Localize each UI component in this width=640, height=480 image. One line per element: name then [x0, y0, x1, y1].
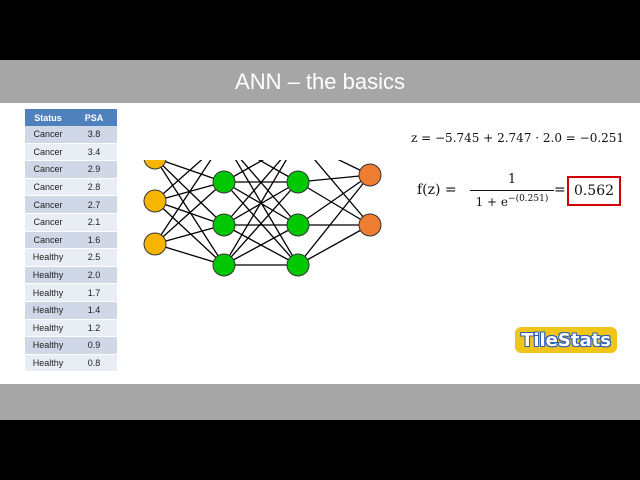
connection-line [297, 174, 371, 226]
logo-text: TileStats [521, 329, 611, 351]
z-equation: z = −5.745 + 2.747 · 2.0 = −0.251 [411, 131, 625, 145]
connection-line [154, 243, 225, 266]
connection-line [314, 160, 371, 226]
status-cell: Healthy [25, 354, 71, 373]
connection-line [297, 224, 371, 266]
psa-cell: 3.4 [71, 143, 117, 162]
fraction-denominator: 1 + e−(0.251) [470, 194, 554, 209]
connection-line [297, 181, 371, 226]
psa-cell: 2.1 [71, 213, 117, 232]
status-cell: Cancer [25, 178, 71, 197]
psa-cell: 2.8 [71, 178, 117, 197]
psa-cell: 1.2 [71, 319, 117, 338]
equals-sign: = [554, 182, 566, 198]
connection-line [223, 160, 265, 183]
status-cell: Healthy [25, 301, 71, 320]
column-header-psa: PSA [71, 109, 117, 126]
slide-title: ANN – the basics [235, 68, 405, 94]
input-node [143, 160, 167, 170]
sigmoid-fraction: 1 1 + e−(0.251) [470, 172, 554, 209]
neural-network-diagram [143, 160, 382, 277]
fraction-bar [470, 190, 554, 191]
input-node [143, 232, 167, 256]
connection-line [154, 200, 225, 266]
status-cell: Healthy [25, 284, 71, 302]
connection-line [297, 174, 371, 183]
connection-line [337, 160, 371, 176]
hidden-node [212, 170, 236, 194]
f-lhs: f(z) = [417, 182, 457, 198]
status-cell: Cancer [25, 126, 71, 144]
status-cell: Cancer [25, 143, 71, 162]
psa-cell: 0.9 [71, 337, 117, 355]
connection-line [240, 160, 299, 226]
hidden-node [286, 213, 310, 237]
psa-cell: 2.5 [71, 249, 117, 267]
output-node [358, 163, 382, 187]
table-header-row: Status PSA [25, 109, 117, 126]
footer-bar [0, 384, 640, 420]
input-node [143, 189, 167, 213]
connection-line [297, 174, 371, 266]
connections [154, 160, 371, 266]
title-bar: ANN – the basics [0, 60, 640, 103]
status-cell: Cancer [25, 213, 71, 232]
psa-cell: 0.8 [71, 354, 117, 373]
status-cell: Healthy [25, 337, 71, 355]
status-cell: Healthy [25, 249, 71, 267]
connection-line [223, 160, 282, 226]
psa-cell: 1.7 [71, 284, 117, 302]
psa-cell: 2.7 [71, 196, 117, 214]
psa-cell: 3.8 [71, 126, 117, 144]
fraction-numerator: 1 [507, 172, 517, 187]
connection-line [155, 160, 225, 266]
hidden-node [212, 253, 236, 277]
hidden-node [286, 253, 310, 277]
hidden-node [212, 213, 236, 237]
psa-cell: 2.9 [71, 161, 117, 179]
connection-line [223, 181, 299, 266]
connection-line [154, 181, 225, 245]
connection-line [223, 160, 287, 266]
status-cell: Healthy [25, 266, 71, 285]
tilestats-logo: TileStats [515, 327, 617, 353]
connection-line [223, 224, 299, 266]
column-header-status: Status [25, 109, 71, 126]
status-cell: Cancer [25, 161, 71, 179]
psa-cell: 1.6 [71, 231, 117, 250]
connection-line [257, 160, 299, 183]
result-box: 0.562 [567, 176, 621, 206]
connection-line [154, 160, 212, 245]
hidden-node [286, 170, 310, 194]
output-node [358, 213, 382, 237]
psa-cell: 1.4 [71, 301, 117, 320]
status-cell: Cancer [25, 196, 71, 214]
status-cell: Healthy [25, 319, 71, 338]
denominator-base: 1 + e [475, 195, 509, 209]
connection-line [154, 160, 203, 202]
status-cell: Cancer [25, 231, 71, 250]
connection-line [154, 224, 225, 245]
denominator-exponent: −(0.251) [508, 194, 549, 204]
psa-cell: 2.0 [71, 266, 117, 285]
